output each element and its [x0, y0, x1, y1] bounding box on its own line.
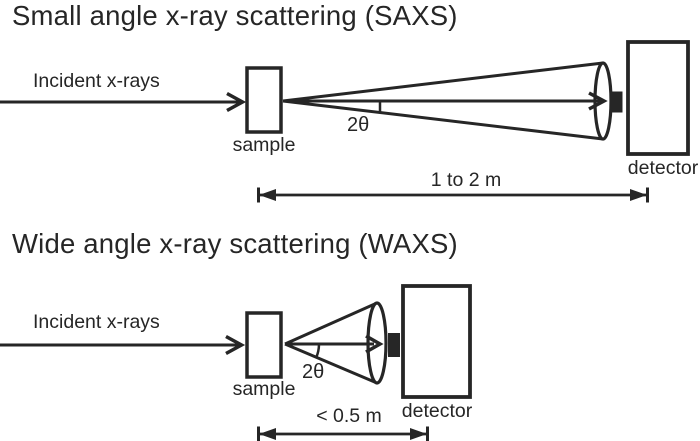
arrowhead-icon — [259, 428, 276, 440]
arrowhead-icon — [588, 91, 608, 111]
waxs-distance-arrow — [257, 426, 429, 441]
waxs-angle-label: 2θ — [302, 361, 325, 383]
arrowhead-icon — [225, 334, 246, 356]
saxs-angle-label: 2θ — [347, 114, 370, 136]
waxs-detector-label: detector — [401, 400, 473, 422]
saxs-distance-arrow — [257, 187, 649, 203]
waxs-incident-xrays-label: Incident x-rays — [33, 311, 160, 333]
saxs-detector-box — [626, 40, 690, 156]
waxs-sample-label: sample — [232, 378, 296, 400]
arrowhead-icon — [410, 428, 427, 440]
saxs-title: Small angle x-ray scattering (SAXS) — [12, 0, 458, 31]
waxs-sample-box — [245, 311, 283, 379]
waxs-angle-arc — [315, 344, 321, 358]
saxs-sample-box — [245, 66, 283, 134]
saxs-scattering-cone — [282, 61, 613, 141]
waxs-scattering-cone — [284, 301, 388, 385]
saxs-incident-xrays-label: Incident x-rays — [33, 70, 160, 92]
saxs-detector-label: detector — [627, 157, 699, 179]
saxs-sample-label: sample — [232, 134, 296, 156]
waxs-incident-arrow — [0, 334, 246, 356]
waxs-detector-box — [401, 284, 472, 399]
saxs-beam-stop — [611, 91, 623, 113]
arrowhead-icon — [365, 334, 384, 354]
waxs-beam-stop — [388, 333, 400, 357]
arrowhead-icon — [226, 91, 247, 113]
arrowhead-icon — [259, 189, 276, 201]
saxs-distance-label: 1 to 2 m — [430, 169, 502, 191]
waxs-title: Wide angle x-ray scattering (WAXS) — [12, 228, 458, 259]
waxs-distance-label: < 0.5 m — [316, 405, 382, 427]
arrowhead-icon — [630, 189, 647, 201]
saxs-incident-arrow — [0, 91, 247, 113]
